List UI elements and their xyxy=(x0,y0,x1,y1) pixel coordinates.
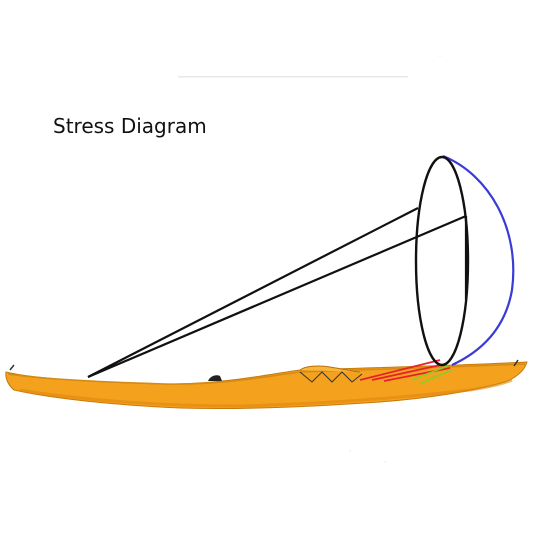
background-specks xyxy=(178,55,441,463)
bow-toggle xyxy=(9,364,15,371)
attachment-lines xyxy=(411,365,453,385)
mast-icon xyxy=(87,207,468,379)
kayak-icon xyxy=(5,359,528,410)
mast-line-lower xyxy=(87,214,467,379)
sail-frame xyxy=(414,155,470,367)
sail-leading-edge xyxy=(442,154,515,366)
mast-line-upper xyxy=(87,207,419,378)
sail-icon xyxy=(414,154,515,367)
kayak-cockpit xyxy=(299,365,361,373)
kayak-seat xyxy=(208,375,222,381)
kayak-keel-shade xyxy=(19,378,513,408)
deck-bungee xyxy=(299,371,363,383)
stern-toggle xyxy=(513,359,519,367)
diagram-title: Stress Diagram xyxy=(53,114,207,138)
